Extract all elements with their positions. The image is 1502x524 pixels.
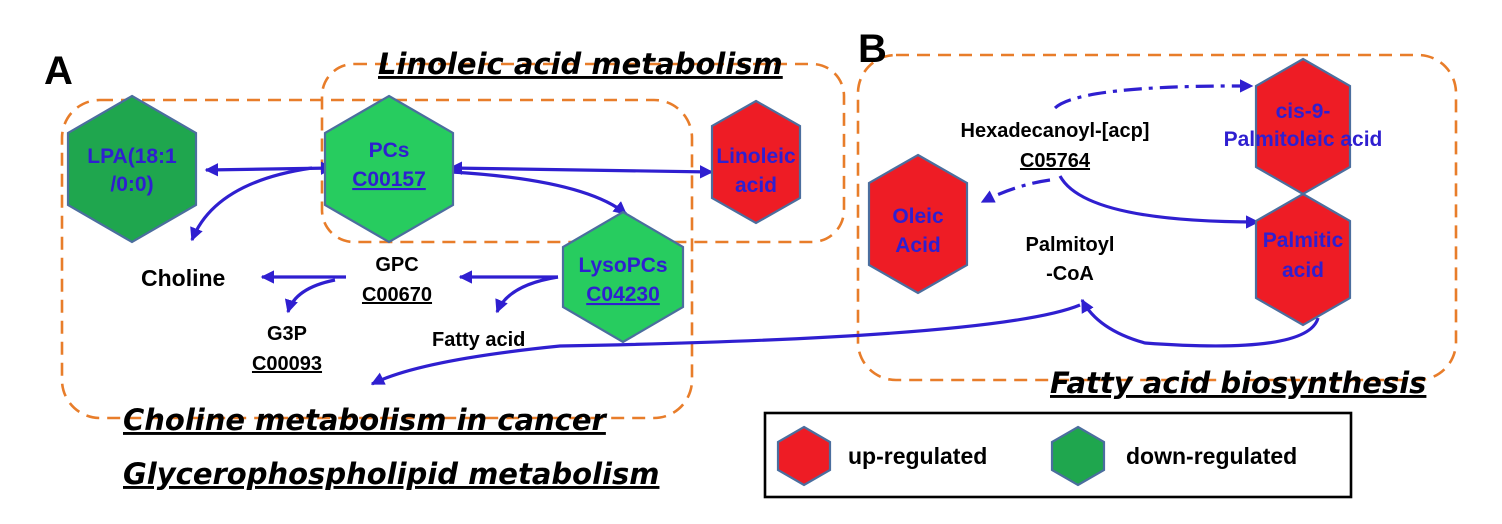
metabolite-gpc: GPC — [375, 254, 418, 276]
arrow-hexadecanoyl-cis9 — [1053, 79, 1254, 110]
metabolite-hexadecanoyl-id: C05764 — [1020, 150, 1091, 172]
arrow-hexadecanoyl-palmitic — [1058, 175, 1260, 229]
node-palmitic-label-2: acid — [1282, 259, 1324, 282]
arrow-hexadecanoyl-oleic — [980, 178, 1051, 204]
panel-letter-a: A — [44, 49, 73, 93]
arrow-palmitoyl-fattyacid — [370, 303, 1081, 386]
metabolite-g3p: G3P — [267, 323, 307, 345]
arrow-pcs-lysopcs — [451, 170, 628, 216]
glycero-pathway-title: Glycerophospholipid metabolism — [123, 457, 659, 491]
metabolite-palmitoyl-2: -CoA — [1046, 263, 1094, 285]
node-pcs-label: PCs — [369, 139, 410, 162]
node-cis9-label-1: cis-9- — [1276, 100, 1331, 123]
legend-down-label: down-regulated — [1126, 443, 1297, 469]
linoleic-pathway-title: Linoleic acid metabolism — [378, 47, 783, 81]
node-lpa — [66, 94, 198, 244]
node-linoleic-label-1: Linoleic — [716, 145, 796, 168]
legend-up-label: up-regulated — [848, 443, 987, 469]
node-linoleic-acid — [710, 99, 802, 225]
fatty-acid-pathway-box — [856, 53, 1458, 382]
arrow-pcs-linoleic — [448, 161, 714, 179]
arrow-lysopcs-fattyacid — [495, 275, 559, 314]
panel-letter-b: B — [858, 27, 887, 71]
node-lysopcs-id: C04230 — [586, 283, 660, 306]
node-pcs — [323, 94, 455, 244]
node-pcs-id: C00157 — [352, 168, 426, 191]
node-oleic-label-2: Acid — [895, 234, 941, 257]
arrow-palmitic-palmitoyl — [1080, 298, 1320, 348]
node-linoleic-label-2: acid — [735, 174, 777, 197]
metabolite-g3p-id: C00093 — [252, 353, 322, 375]
node-lysopcs — [561, 210, 685, 344]
metabolite-fatty-acid: Fatty acid — [432, 329, 525, 351]
node-cis9 — [1254, 57, 1352, 196]
metabolite-palmitoyl-1: Palmitoyl — [1026, 234, 1115, 256]
node-cis9-label-2: Palmitoleic acid — [1224, 128, 1383, 151]
node-lpa-label-1: LPA(18:1 — [87, 145, 177, 168]
node-palmitic-label-1: Palmitic — [1263, 229, 1344, 252]
metabolite-gpc-id: C00670 — [362, 284, 432, 306]
arrow-gpc-g3p — [284, 278, 336, 314]
metabolite-hexadecanoyl: Hexadecanoyl-[acp] — [961, 120, 1150, 142]
node-oleic-label-1: Oleic — [892, 205, 944, 228]
node-lpa-label-2: /0:0) — [110, 173, 153, 196]
legend-up-swatch — [776, 425, 832, 487]
arrow-pcs-choline — [190, 166, 313, 242]
choline-pathway-title: Choline metabolism in cancer — [123, 403, 608, 437]
node-palmitic — [1254, 192, 1352, 327]
arrow-lpa-pcs — [204, 161, 335, 177]
choline-pathway-box — [60, 98, 694, 420]
node-lysopcs-label: LysoPCs — [578, 254, 667, 277]
node-oleic — [867, 153, 969, 295]
metabolite-choline: Choline — [141, 265, 225, 291]
legend-down-swatch — [1050, 425, 1106, 487]
fatty-acid-pathway-title: Fatty acid biosynthesis — [1050, 366, 1426, 400]
